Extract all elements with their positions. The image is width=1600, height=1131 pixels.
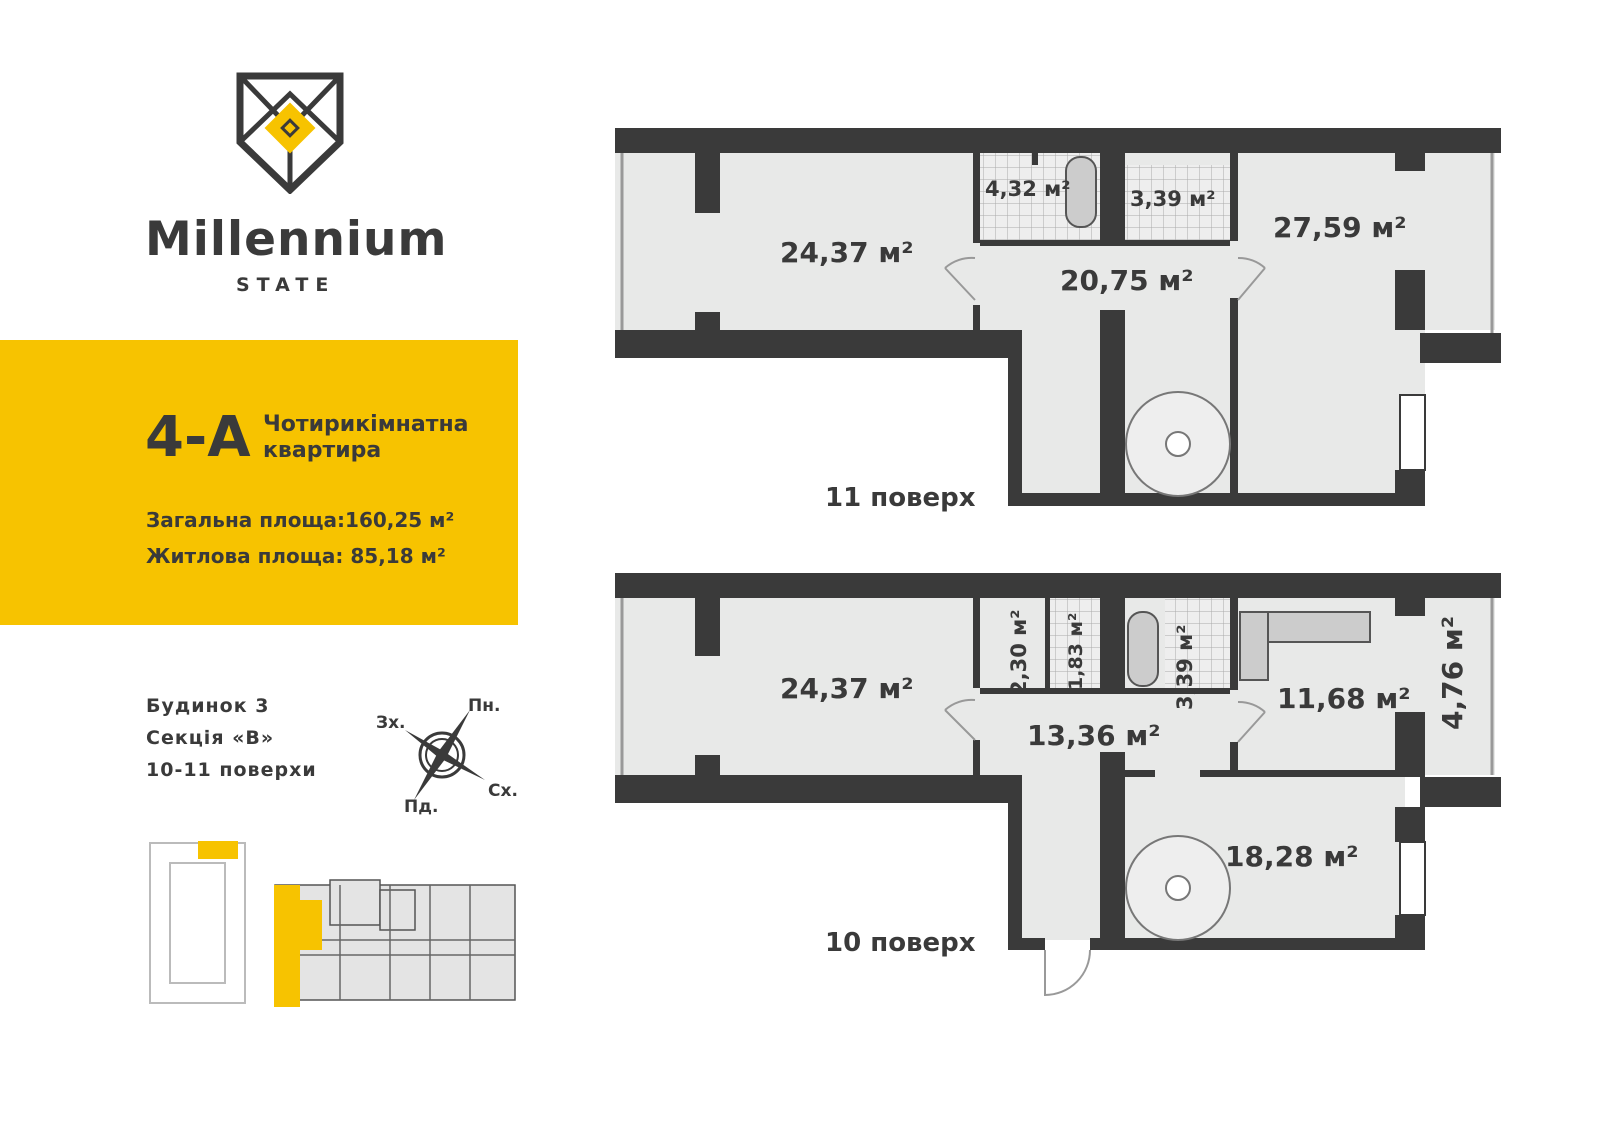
floor-11-plan: 24,37 м² 4,32 м² 3,39 м² 27,59 м² 20,75 … bbox=[615, 128, 1501, 513]
room-area: 1,83 м² bbox=[1065, 613, 1087, 690]
room-area: 20,75 м² bbox=[1060, 264, 1193, 297]
room-area: 27,59 м² bbox=[1273, 211, 1406, 244]
room-area: 4,32 м² bbox=[985, 177, 1071, 201]
room-area: 18,28 м² bbox=[1225, 840, 1358, 873]
floor-10-plan: 24,37 м² 2,30 м² 1,83 м² 3,39 м² 11,68 м… bbox=[615, 573, 1501, 997]
entrance-door-icon bbox=[1044, 949, 1091, 997]
room-area: 2,30 м² bbox=[1007, 610, 1031, 696]
brand-name: Millennium bbox=[145, 212, 448, 267]
room-area: 13,36 м² bbox=[1027, 719, 1160, 752]
highlighted-apartment bbox=[274, 885, 300, 1007]
room-area: 11,68 м² bbox=[1277, 682, 1410, 715]
site-key-plan bbox=[149, 841, 516, 1007]
brand-subtitle: STATE bbox=[236, 274, 336, 296]
bathtub-icon bbox=[1065, 156, 1097, 228]
apartment-code: 4-A bbox=[145, 405, 251, 470]
apartment-type-line2: квартира bbox=[263, 438, 382, 463]
total-area: Загальна площа:160,25 м² bbox=[146, 508, 455, 532]
room-area: 4,76 м² bbox=[1436, 616, 1469, 730]
apartment-type-line1: Чотирикімнатна bbox=[263, 412, 469, 437]
apartment-type: Чотирикімнатна квартира bbox=[263, 412, 469, 464]
highlighted-section bbox=[198, 841, 238, 859]
living-area: Житлова площа: 85,18 м² bbox=[146, 544, 446, 568]
room-area: 3,39 м² bbox=[1173, 625, 1197, 711]
apartment-info-panel bbox=[0, 340, 518, 625]
floors-label: 10-11 поверхи bbox=[146, 759, 317, 781]
logo-shield-icon bbox=[236, 72, 344, 194]
building-label: Будинок 3 bbox=[146, 695, 270, 717]
floor-11-label: 11 поверх bbox=[825, 483, 976, 513]
section-label: Секція «В» bbox=[146, 727, 275, 749]
room-area: 24,37 м² bbox=[780, 672, 913, 705]
floor-10-label: 10 поверх bbox=[825, 928, 976, 958]
compass-south: Пд. bbox=[404, 797, 438, 817]
compass-east: Сх. bbox=[488, 781, 518, 801]
room-area: 3,39 м² bbox=[1130, 187, 1216, 211]
compass-rose-icon: Пн. Зх. Сх. Пд. bbox=[376, 696, 518, 817]
bathtub-icon bbox=[1127, 611, 1159, 687]
compass-north: Пн. bbox=[468, 696, 500, 716]
compass-west: Зх. bbox=[376, 713, 406, 733]
room-area: 24,37 м² bbox=[780, 236, 913, 269]
